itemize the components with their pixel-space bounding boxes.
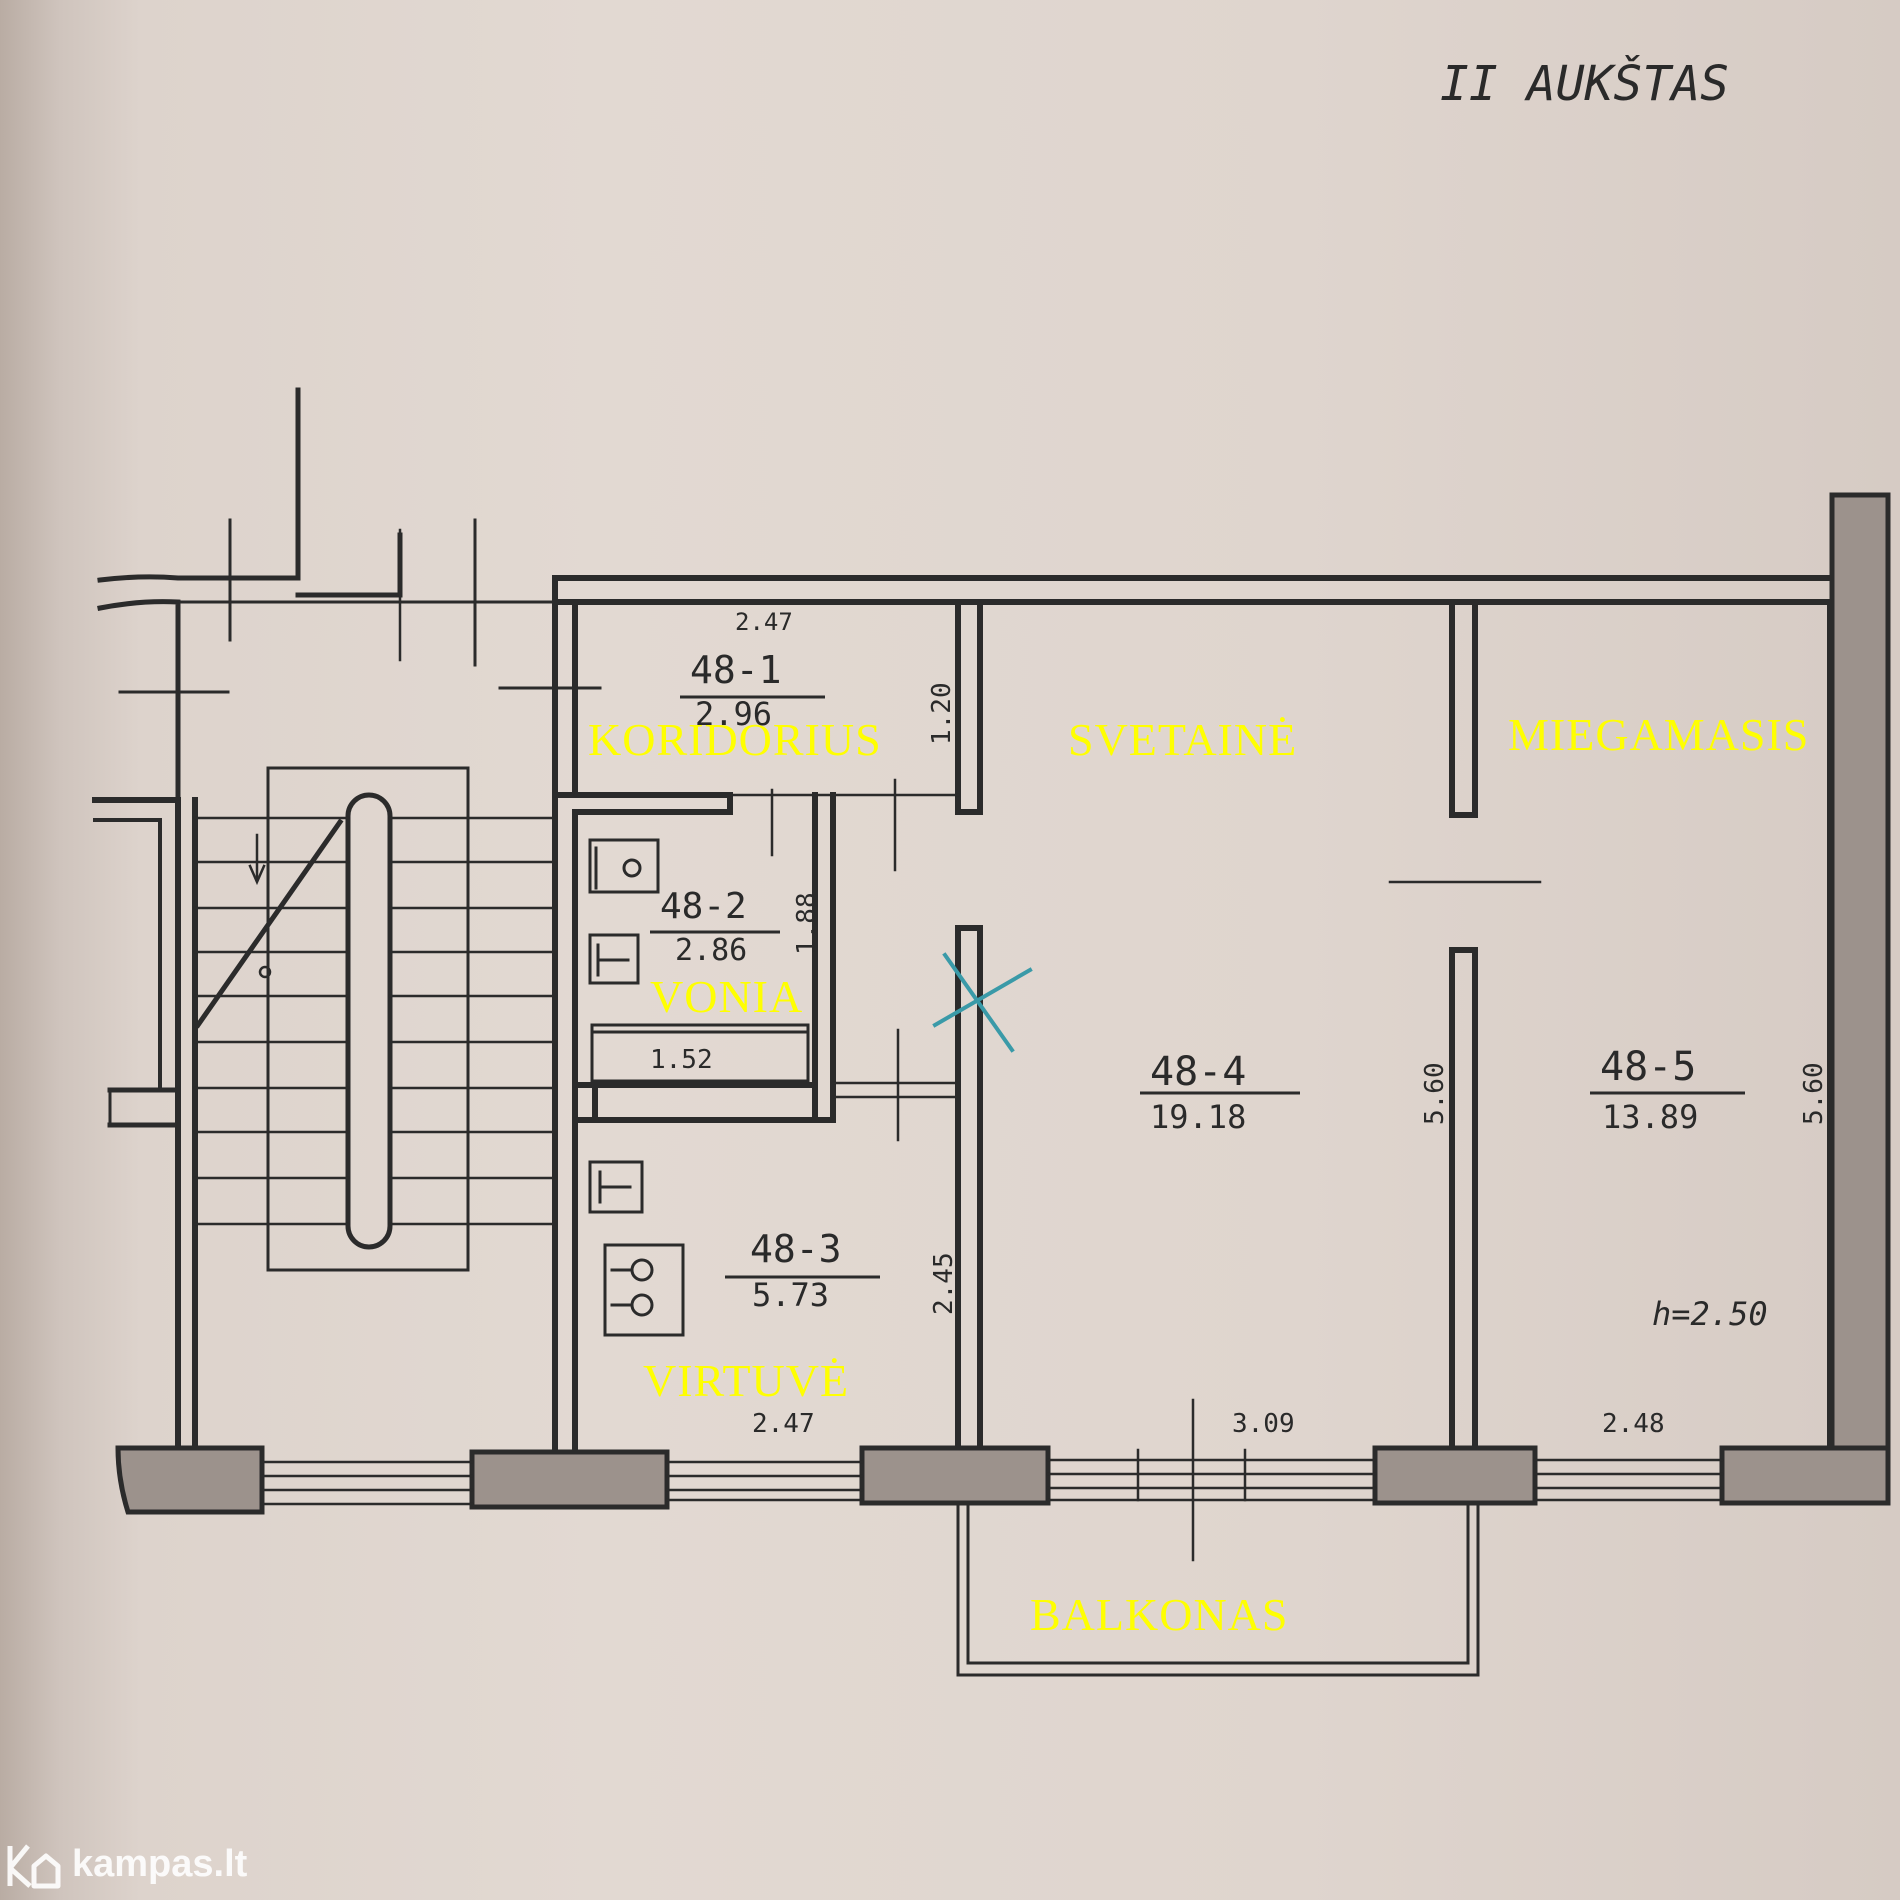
dim-kitchen-bottom: 2.47 — [752, 1409, 815, 1439]
blue-pen-mark — [932, 952, 1033, 1053]
ceiling-height: h=2.50 — [1652, 1295, 1768, 1333]
outer-wall-top — [552, 575, 1833, 605]
room-area: 2.86 — [675, 933, 747, 968]
room-code: 48-4 — [1150, 1049, 1246, 1095]
room-48-5: MIEGAMASIS 48-5 13.89 h=2.50 — [1508, 709, 1809, 1333]
dim-bath-bottom: 1.52 — [650, 1045, 713, 1075]
kampas-logo-icon — [7, 1844, 61, 1889]
room-area: 2.96 — [695, 695, 772, 733]
room-48-2: 48-2 2.86 VONIA — [650, 886, 803, 1022]
room-48-1: 48-1 2.96 KORIDORIUS — [588, 648, 882, 765]
room-48-3: 48-3 5.73 VIRTUVĖ — [643, 1227, 880, 1406]
staircase-walls — [92, 387, 602, 1463]
dim-bath-right: 1.88 — [792, 892, 822, 955]
room-label: VONIA — [650, 971, 803, 1022]
balcony-label: BALKONAS — [1030, 1589, 1288, 1640]
room-code: 48-1 — [690, 648, 782, 692]
dim-bedroom-right: 5.60 — [1799, 1062, 1829, 1125]
staircase-steps — [193, 766, 557, 1272]
room-code: 48-3 — [750, 1227, 842, 1271]
dim-corridor-top: 2.47 — [735, 608, 793, 636]
room-area: 19.18 — [1150, 1098, 1246, 1136]
room-area: 13.89 — [1602, 1098, 1698, 1136]
dim-corridor-right: 1.20 — [927, 682, 957, 745]
dimension-ticks — [398, 518, 1542, 1562]
kitchen-fixtures — [588, 1160, 685, 1337]
room-code: 48-5 — [1600, 1044, 1696, 1090]
balcony-outline — [956, 1501, 1480, 1677]
watermark-text: kampas.lt — [72, 1842, 248, 1885]
room-label: VIRTUVĖ — [643, 1355, 849, 1406]
room-label: MIEGAMASIS — [1508, 709, 1809, 760]
room-label: SVETAINĖ — [1068, 714, 1297, 765]
room-area: 5.73 — [752, 1276, 829, 1314]
dim-living-right: 5.60 — [1420, 1062, 1450, 1125]
watermark-logo: kampas.lt — [4, 1838, 247, 1890]
room-label: KORIDORIUS — [588, 714, 882, 765]
dim-bedroom-bottom: 2.48 — [1602, 1409, 1665, 1439]
outer-wall-bottom — [115, 1445, 1891, 1515]
outer-wall-right — [1829, 492, 1891, 1503]
dim-living-bottom: 3.09 — [1232, 1409, 1295, 1439]
bathroom-fixtures — [588, 838, 810, 1083]
room-code: 48-2 — [660, 886, 747, 927]
room-48-4: SVETAINĖ 48-4 19.18 — [1068, 714, 1300, 1136]
dim-kitchen-right: 2.45 — [929, 1252, 959, 1315]
dimension-labels: 2.47 1.20 1.88 1.52 2.45 2.47 5.60 3.09 … — [650, 608, 1829, 1439]
floor-title: II AUKŠTAS — [1440, 55, 1729, 112]
